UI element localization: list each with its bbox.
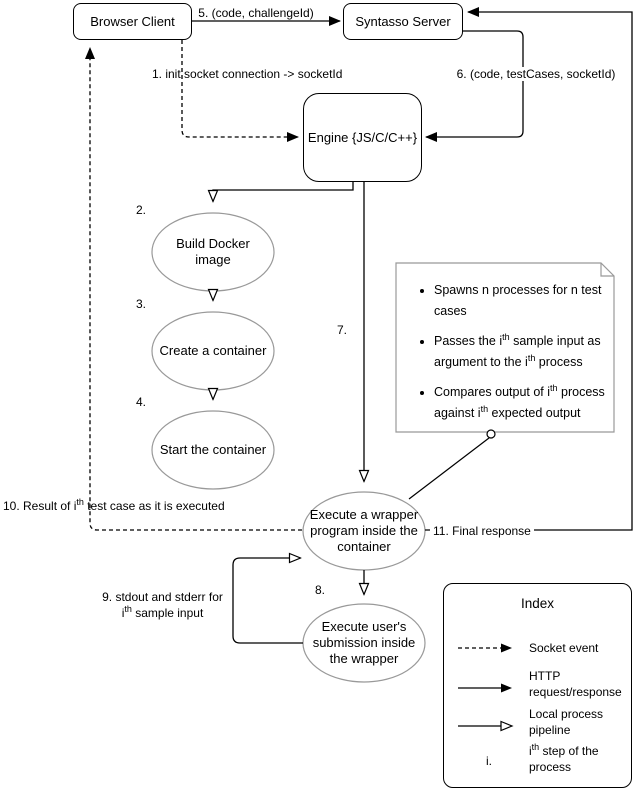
- note-connector: [408, 429, 496, 500]
- engine-label: Engine {JS/C/C++}: [307, 129, 418, 145]
- step-label: ith step of the process: [529, 742, 599, 775]
- edge-2-pipeline-arrow: [213, 182, 354, 201]
- node-syntasso-server: Syntasso Server: [343, 3, 463, 40]
- edge-6-http-arrow: [425, 30, 524, 142]
- node-browser-client: Browser Client: [73, 3, 192, 40]
- edge-9-pipeline-arrow: [232, 558, 303, 644]
- edge-10-socket-arrow: [85, 47, 302, 531]
- node-engine: Engine {JS/C/C++}: [303, 93, 422, 182]
- http-label: HTTP request/response: [529, 669, 622, 699]
- build-docker-image-label: Build Docker image: [176, 236, 250, 267]
- edge-label-10: 10. Result of ith test case as it is exe…: [3, 497, 225, 514]
- browser-client-label: Browser Client: [90, 13, 175, 29]
- edge-label-9: 9. stdout and stderr for ith sample inpu…: [102, 590, 223, 620]
- start-container-ellipse: [151, 410, 275, 490]
- edge-label-2: 2.: [136, 203, 147, 217]
- local-pipeline-arrow-icon: [458, 720, 514, 732]
- edge-label-4: 4.: [136, 395, 147, 409]
- socket-event-arrow-icon: [458, 643, 512, 653]
- start-container-label: Start the container: [159, 442, 267, 457]
- local-pipeline-label: Local process pipeline: [529, 707, 604, 737]
- create-container-label: Create a container: [159, 343, 267, 358]
- note-bullet-list: Spawns n processes for n test cases Pass…: [414, 280, 612, 433]
- http-arrow-icon: [458, 683, 512, 693]
- socket-event-label: Socket event: [529, 641, 599, 655]
- execute-submission-label: Execute user's submission inside the wra…: [312, 619, 416, 666]
- edge-label-7: 7.: [337, 323, 348, 337]
- note-shape: [395, 262, 615, 433]
- edge-label-3: 3.: [136, 297, 147, 311]
- execute-wrapper-label: Execute a wrapper program inside the con…: [309, 507, 419, 554]
- edge-label-6: 6. (code, testCases, socketId): [443, 67, 629, 81]
- edge-label-8: 8.: [315, 583, 326, 597]
- index-title: Index: [520, 596, 555, 611]
- step-marker: i.: [486, 754, 492, 768]
- edge-1-socket-arrow: [181, 40, 299, 142]
- note-bullet-3: Compares output of ith process against i…: [434, 382, 612, 424]
- syntasso-server-label: Syntasso Server: [355, 13, 451, 29]
- note-bullet-2: Passes the ith sample input as argument …: [434, 331, 612, 373]
- note-bullet-1: Spawns n processes for n test cases: [434, 280, 612, 322]
- edge-label-1: 1. init socket connection -> socketId: [152, 67, 343, 81]
- index-legend: Index Socket event HTTP request/response…: [443, 583, 632, 788]
- edge-label-5: 5. (code, challengeId): [198, 6, 314, 20]
- edge-label-11: 11. Final response: [430, 524, 534, 538]
